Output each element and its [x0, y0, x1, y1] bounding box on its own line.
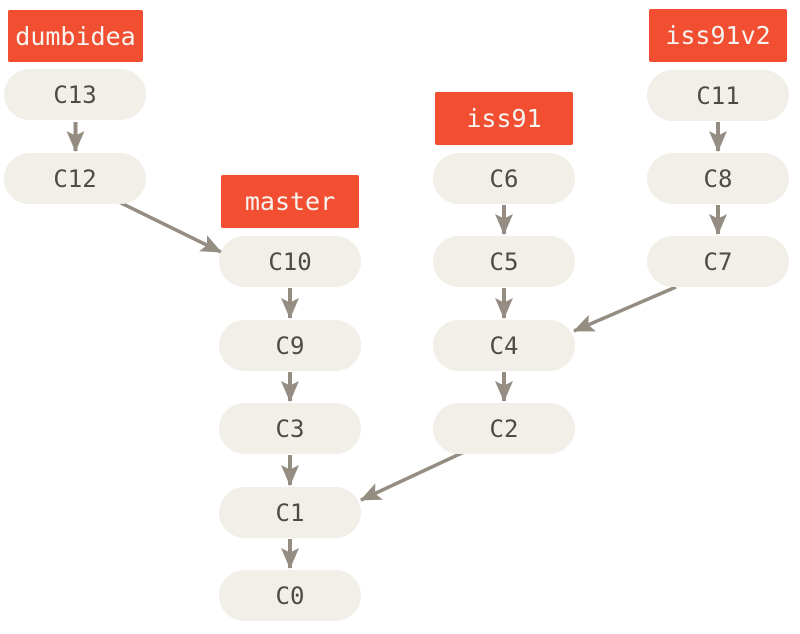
commit-node-c4: C4: [433, 320, 575, 371]
commit-node-c9: C9: [219, 320, 361, 371]
branch-label-dumbidea: dumbidea: [8, 10, 143, 62]
arrow-c12-c10: [116, 199, 222, 254]
commit-node-c12: C12: [4, 153, 146, 204]
arrow-c7-c4: [573, 285, 677, 333]
commit-node-c2: C2: [433, 403, 575, 454]
commit-node-c0: C0: [219, 570, 361, 621]
commit-node-c5: C5: [433, 236, 575, 287]
branch-label-iss91v2: iss91v2: [649, 9, 787, 62]
commit-node-c11: C11: [647, 70, 789, 121]
commit-node-c10: C10: [219, 236, 361, 287]
commit-node-c3: C3: [219, 403, 361, 454]
commit-node-c8: C8: [647, 153, 789, 204]
branch-label-master: master: [221, 175, 359, 228]
commit-node-c7: C7: [647, 236, 789, 287]
branch-label-iss91: iss91: [435, 92, 573, 145]
arrow-c2-c1: [360, 450, 465, 502]
commit-node-c6: C6: [433, 153, 575, 204]
commit-node-c1: C1: [219, 487, 361, 538]
commit-node-c13: C13: [4, 69, 146, 120]
